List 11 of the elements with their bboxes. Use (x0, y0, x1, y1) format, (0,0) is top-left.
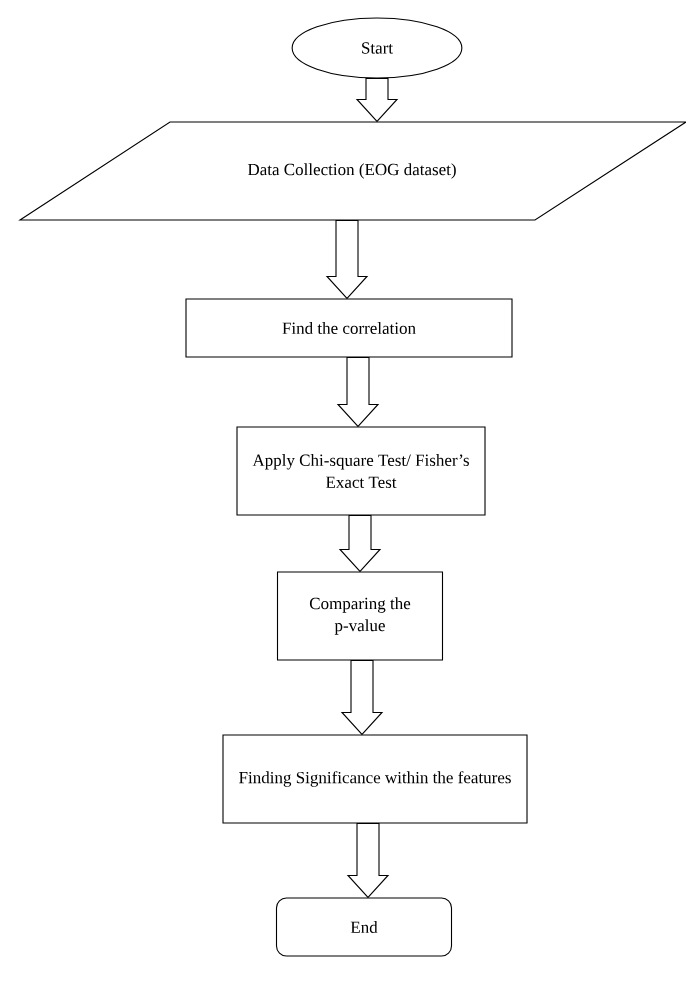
hollow-arrow (340, 660, 384, 736)
hollow-arrow (346, 823, 390, 899)
hollow-arrow (336, 357, 380, 428)
process-box: Comparing the p-value (276, 571, 444, 661)
hollow-arrow (338, 515, 382, 573)
process-box: Apply Chi-square Test/ Fisher’s Exact Test (236, 426, 486, 516)
process-box: Finding Significance within the features (222, 734, 528, 824)
hollow-arrow (325, 220, 369, 300)
process-box: Find the correlation (185, 298, 513, 358)
hollow-arrow (355, 78, 399, 123)
end-terminal: End (275, 897, 453, 957)
